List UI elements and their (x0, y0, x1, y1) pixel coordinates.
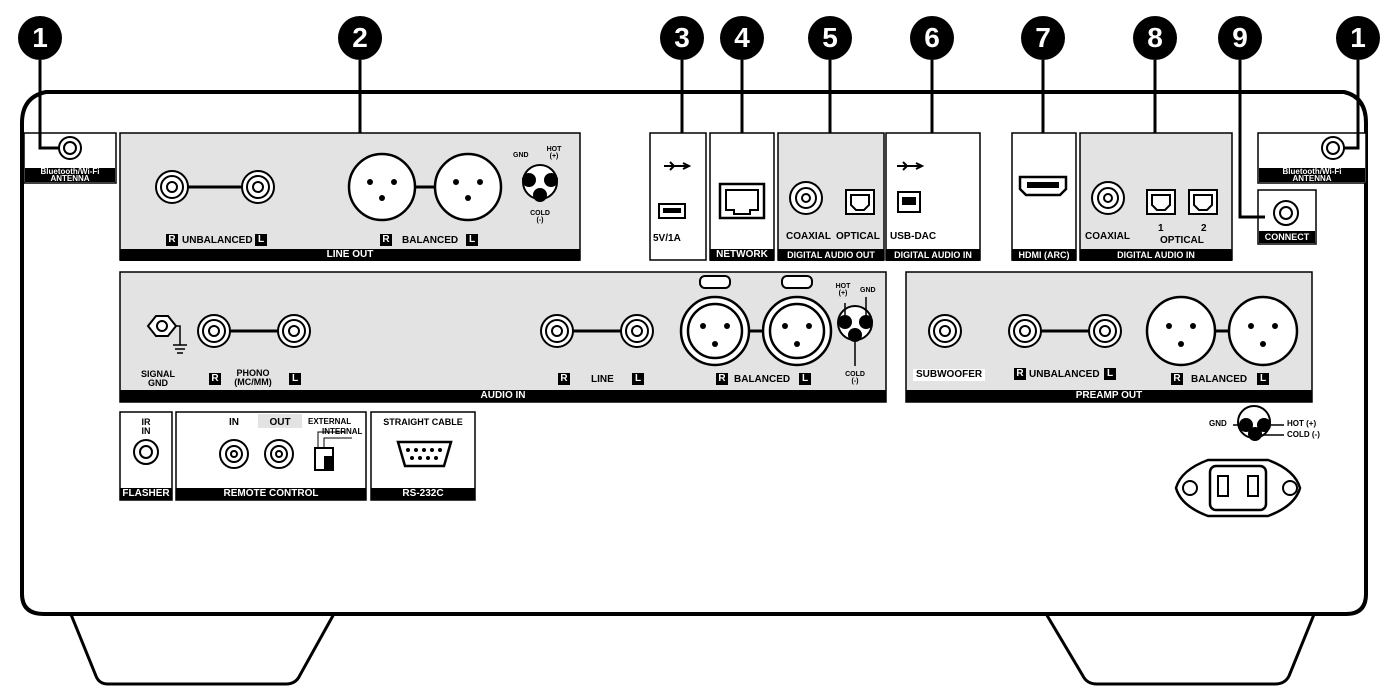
callout-8: 8 (1133, 16, 1177, 60)
preamp-balanced-label: BALANCED (1191, 374, 1248, 385)
audio-in-bal-l-badge: L (799, 373, 811, 385)
callout-3: 3 (660, 16, 704, 60)
network-title: NETWORK (710, 249, 774, 261)
digital-audio-out-title: DIGITAL AUDIO OUT (778, 249, 884, 261)
signal-gnd-label: SIGNAL GND (140, 369, 176, 388)
preamp-out-title: PREAMP OUT (906, 390, 1312, 402)
callout-2: 2 (338, 16, 382, 60)
line-out-balanced-label: BALANCED (402, 235, 459, 246)
digital-out-optical-label: OPTICAL (836, 231, 880, 242)
remote-external-label: EXTERNAL (308, 417, 352, 426)
preamp-bal-r-badge: R (1171, 373, 1183, 385)
callout-1-left: 1 (18, 16, 62, 60)
remote-out-label: OUT (269, 417, 291, 428)
line-in-r-badge: R (558, 373, 570, 385)
antenna-left-label: Bluetooth/Wi-Fi ANTENNA (25, 168, 115, 183)
line-out-l-badge: L (255, 234, 267, 246)
line-out-unbalanced-label: UNBALANCED (182, 235, 253, 246)
usb-5v-label: 5V/1A (653, 233, 681, 244)
audio-in-pin-cold: COLD (-) (845, 371, 865, 385)
straight-cable-label: STRAIGHT CABLE (383, 417, 463, 427)
subwoofer-label: SUBWOOFER (913, 369, 986, 381)
callout-4: 4 (720, 16, 764, 60)
remote-control-title: REMOTE CONTROL (176, 488, 366, 500)
digital-in-optical-label: OPTICAL (1160, 235, 1204, 246)
preamp-unbal-r-badge: R (1014, 368, 1026, 380)
audio-in-balanced-label: BALANCED (734, 374, 791, 385)
line-out-pin-hot: HOT (+) (546, 146, 562, 160)
legend-hot-label: HOT (+) (1287, 419, 1317, 428)
line-out-r-badge: R (166, 234, 178, 246)
line-out-title: LINE OUT (120, 249, 580, 261)
line-out-pin-cold: COLD (-) (530, 210, 550, 224)
audio-in-bal-r-badge: R (716, 373, 728, 385)
phono-l-badge: L (289, 373, 301, 385)
callout-7: 7 (1021, 16, 1065, 60)
ir-in-label: IR IN (141, 417, 151, 436)
callout-9: 9 (1218, 16, 1262, 60)
usb-dac-title: DIGITAL AUDIO IN (886, 249, 980, 261)
line-out-bal-l-badge: L (466, 234, 478, 246)
callout-6: 6 (910, 16, 954, 60)
remote-in-label: IN (229, 417, 239, 428)
flasher-title: FLASHER (120, 488, 172, 500)
line-out-bal-r-badge: R (380, 234, 392, 246)
hdmi-arc-title: HDMI (ARC) (1012, 249, 1076, 261)
usb-dac-label: USB-DAC (890, 231, 937, 242)
rs232c-title: RS-232C (371, 488, 475, 500)
phono-r-badge: R (209, 373, 221, 385)
optical-2-label: 2 (1201, 223, 1207, 234)
antenna-right-label: Bluetooth/Wi-Fi ANTENNA (1259, 168, 1365, 183)
digital-in-coaxial-label: COAXIAL (1085, 231, 1130, 242)
preamp-unbal-l-badge: L (1104, 368, 1116, 380)
legend-gnd-label: GND (1209, 419, 1227, 428)
digital-out-coaxial-label: COAXIAL (786, 231, 831, 242)
remote-internal-label: INTERNAL (322, 427, 363, 436)
connect-label: CONNECT (1259, 231, 1315, 243)
preamp-unbalanced-label: UNBALANCED (1029, 369, 1100, 380)
preamp-bal-l-badge: L (1257, 373, 1269, 385)
line-in-l-badge: L (632, 373, 644, 385)
legend-cold-label: COLD (-) (1287, 430, 1320, 439)
line-in-label: LINE (591, 374, 614, 385)
phono-label: PHONO (MC/MM) (234, 368, 272, 387)
optical-1-label: 1 (1158, 223, 1164, 234)
callout-5: 5 (808, 16, 852, 60)
audio-in-title: AUDIO IN (120, 390, 886, 402)
line-out-pin-gnd: GND (513, 152, 529, 159)
callout-1-right: 1 (1336, 16, 1380, 60)
audio-in-pin-gnd: GND (860, 287, 876, 294)
audio-in-pin-hot: HOT (+) (835, 283, 851, 297)
digital-audio-in-title: DIGITAL AUDIO IN (1080, 249, 1232, 261)
